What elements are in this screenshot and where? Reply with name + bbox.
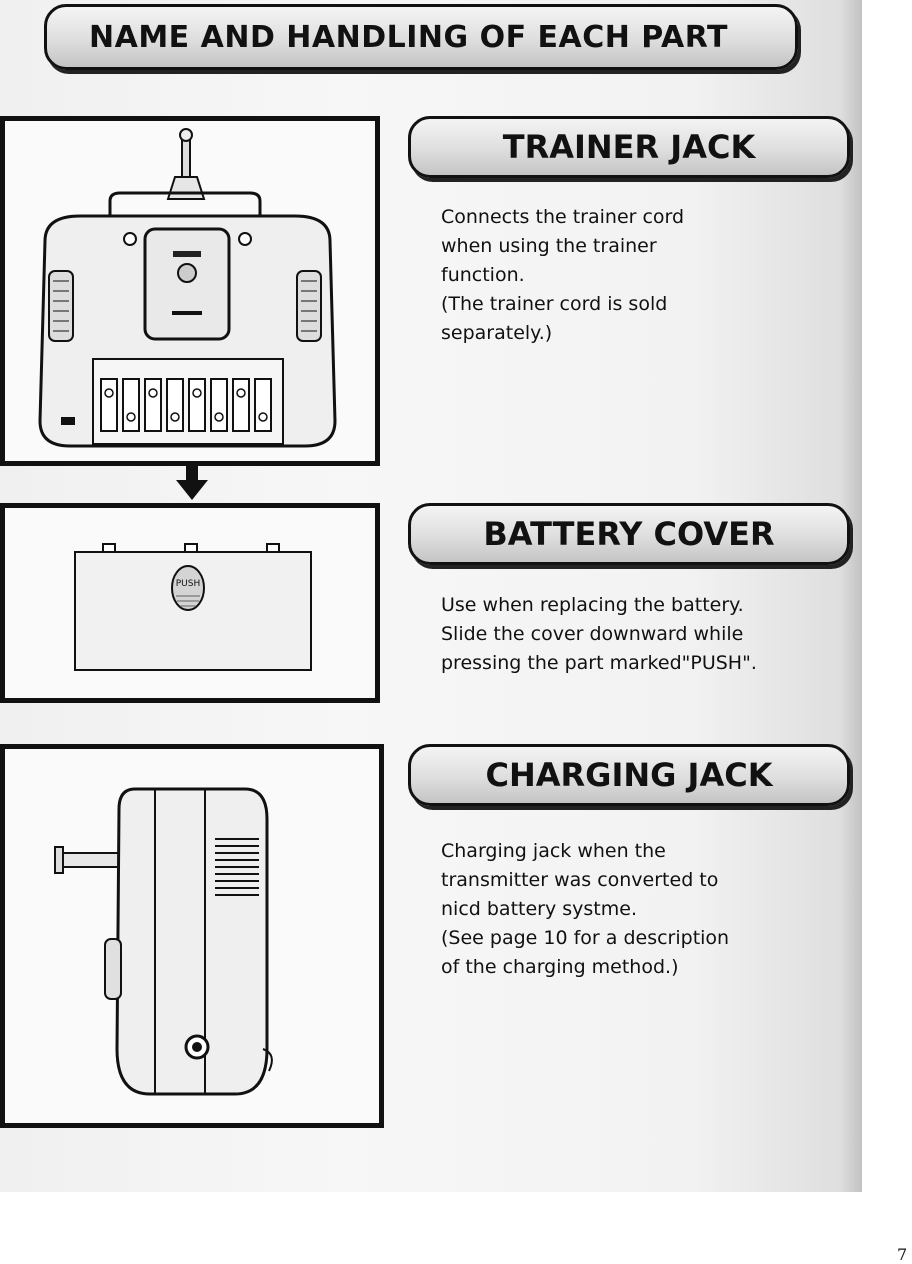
page-edge-shadow	[840, 0, 862, 1192]
transmitter-side-drawing	[54, 787, 273, 1096]
section-heading-battery-cover: BATTERY COVER	[408, 503, 850, 565]
section-heading-charging-jack: CHARGING JACK	[408, 744, 850, 806]
section-text-trainer-jack: Connects the trainer cord when using the…	[441, 206, 685, 344]
battery-cover-illustration: PUSH	[0, 503, 380, 703]
transmitter-back-drawing	[38, 128, 337, 448]
battery-cover-drawing: PUSH	[74, 543, 312, 671]
transmitter-back-illustration	[0, 116, 380, 466]
page-number: 7	[897, 1245, 908, 1264]
push-label: PUSH	[176, 579, 201, 589]
section-text-charging-jack: Charging jack when the transmitter was c…	[441, 840, 730, 978]
section-heading-trainer-jack: TRAINER JACK	[408, 116, 850, 178]
transmitter-side-illustration	[0, 744, 384, 1128]
page-title: NAME AND HANDLING OF EACH PART	[44, 4, 798, 70]
down-arrow-icon	[176, 466, 208, 500]
section-text-battery-cover: Use when replacing the battery. Slide th…	[441, 594, 757, 674]
